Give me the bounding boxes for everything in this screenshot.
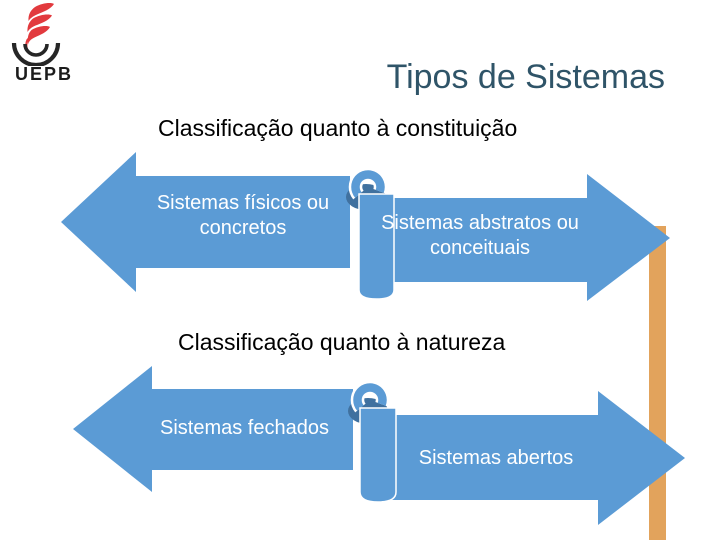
uepb-logo-text: UEPB xyxy=(14,64,73,84)
right-arrow-label: Sistemas abstratos ou conceituais xyxy=(381,212,579,259)
flame-icon xyxy=(27,14,52,32)
arrow-diagram-constituicao xyxy=(61,152,670,301)
logo-arc-outer xyxy=(11,42,61,66)
slide-title: Tipos de Sistemas xyxy=(386,58,665,96)
scroll-curl xyxy=(353,383,387,411)
uepb-logo-graphic xyxy=(11,3,61,66)
scroll-curl xyxy=(351,170,385,198)
right-arrow-label: Sistemas abertos xyxy=(418,447,574,469)
left-arrow-shape xyxy=(73,366,353,492)
right-arrow-shape xyxy=(388,174,670,301)
arrow-diagram-natureza xyxy=(73,366,685,525)
left-arrow-label: Sistemas fechados xyxy=(160,417,329,439)
scroll-cylinder xyxy=(358,193,395,300)
logo-arc-inner xyxy=(23,43,49,57)
section-heading-natureza: Classificação quanto à natureza xyxy=(178,329,506,355)
uepb-logo: UEPB xyxy=(5,2,85,94)
flame-icon xyxy=(27,26,50,45)
left-arrow-label: Sistemas físicos ou concretos xyxy=(156,192,330,239)
section-heading-constituicao: Classificação quanto à constituição xyxy=(158,115,518,141)
left-arrow-shape xyxy=(61,152,350,292)
flame-tail xyxy=(25,37,31,56)
right-arrow-shape xyxy=(390,391,685,525)
flame-icon xyxy=(28,3,54,21)
scroll-cylinder xyxy=(359,407,397,503)
